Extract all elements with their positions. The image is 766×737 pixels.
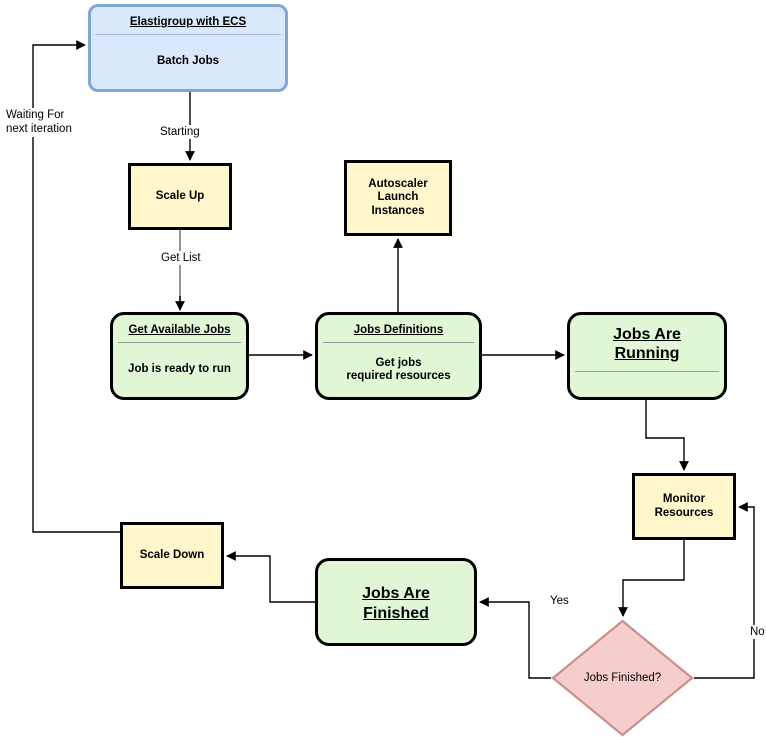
edge-label-get-list: Get List — [159, 251, 203, 266]
node-jobs-definitions[interactable]: Jobs Definitions Get jobs required resou… — [315, 312, 482, 400]
node-autoscaler-launch-instances[interactable]: Autoscaler Launch Instances — [344, 160, 452, 236]
jobs-definitions-title: Jobs Definitions — [353, 324, 444, 336]
jobs-are-finished-title: Jobs Are Finished — [362, 585, 430, 622]
node-jobs-finished-decision[interactable]: Jobs Finished? — [551, 619, 694, 737]
node-get-available-jobs[interactable]: Get Available Jobs Job is ready to run — [110, 312, 249, 400]
scale-up-label: Scale Up — [155, 189, 205, 202]
elastigroup-body: Batch Jobs — [157, 55, 219, 68]
edge-label-starting: Starting — [158, 125, 202, 140]
edge-label-waiting-for-next-iteration: Waiting For next iteration — [4, 108, 74, 137]
edge-decision-yes-to-jobsarefinished — [479, 597, 551, 679]
jobs-are-running-title: Jobs Are Running — [613, 326, 681, 363]
jobs-definitions-divider — [323, 342, 474, 343]
edge-label-yes: Yes — [548, 594, 571, 609]
scale-down-label: Scale Down — [139, 548, 205, 561]
edge-monitorresources-to-decision — [618, 540, 685, 617]
jobs-finished-decision-label: Jobs Finished? — [583, 672, 662, 684]
edge-jobsarefinished-to-scaledown — [226, 551, 315, 603]
monitor-resources-label: Monitor Resources — [654, 493, 714, 519]
edge-label-no: No — [748, 625, 766, 640]
get-available-jobs-title: Get Available Jobs — [128, 324, 231, 336]
node-jobs-are-running[interactable]: Jobs Are Running — [567, 312, 727, 400]
elastigroup-title: Elastigroup with ECS — [129, 16, 247, 28]
elastigroup-divider — [95, 34, 281, 35]
jobs-definitions-body: Get jobs required resources — [346, 356, 451, 382]
diamond-shape — [551, 619, 694, 737]
jobs-are-running-divider — [575, 371, 719, 373]
get-available-jobs-divider — [118, 342, 241, 343]
jobs-are-running-body — [575, 372, 719, 397]
node-scale-down[interactable]: Scale Down — [120, 522, 224, 589]
node-elastigroup-with-ecs[interactable]: Elastigroup with ECS Batch Jobs — [88, 4, 288, 92]
node-jobs-are-finished[interactable]: Jobs Are Finished — [315, 558, 477, 646]
node-scale-up[interactable]: Scale Up — [128, 163, 232, 230]
node-monitor-resources[interactable]: Monitor Resources — [632, 473, 736, 540]
get-available-jobs-body: Job is ready to run — [128, 363, 231, 376]
autoscaler-label: Autoscaler Launch Instances — [368, 178, 428, 217]
edge-jobsarerunning-to-monitorresources — [645, 400, 689, 471]
